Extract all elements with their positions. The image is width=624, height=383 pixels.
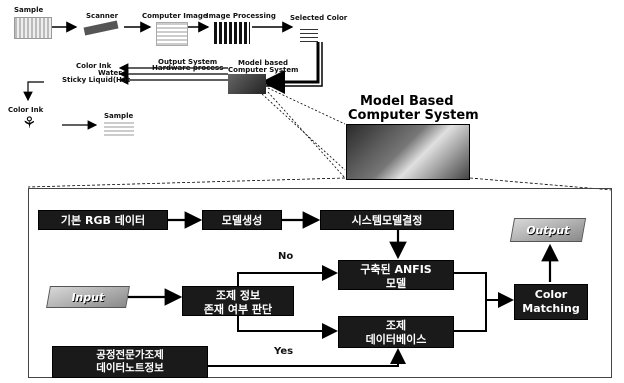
expert-line-2: 데이터노트정보 [53,362,207,375]
box-expert-data: 공정전문가조제 데이터노트정보 [52,346,208,378]
computer-system-photo [346,124,470,180]
label-yes: Yes [274,346,293,357]
prep-db-line-2: 데이터베이스 [339,333,453,347]
label-sample: Sample [14,6,43,14]
label-scanner: Scanner [86,12,118,20]
title-computer-system: Computer System [348,108,479,123]
box-system-model-decide: 시스템모델결정 [320,210,454,230]
box-color-matching: Color Matching [514,284,588,320]
label-computer-image: Computer Image [142,12,208,20]
box-model-create: 모델생성 [202,210,282,230]
prep-info-line-1: 조제 정보 [183,289,293,303]
label-selected-color: Selected Color [290,14,347,22]
box-built-anfis: 구축된 ANFIS 모델 [338,260,454,290]
color-matching-line-1: Color [515,288,587,302]
arrow-to-color-ink-2 [28,82,44,100]
prep-db-line-1: 조제 [339,319,453,333]
expert-line-1: 공정전문가조제 [53,349,207,362]
box-prep-database: 조제 데이터베이스 [338,316,454,348]
label-image-processing: Image Processing [206,12,276,20]
label-computer-system-small: Computer System [228,66,298,74]
ink-drop-icon: ⚘ [22,115,36,131]
box-basic-rgb: 기본 RGB 데이터 [38,210,168,230]
label-sample-2: Sample [104,112,133,120]
label-sticky-liquid: Sticky Liquid(Hot [62,76,130,84]
box-prep-info: 조제 정보 존재 여부 판단 [182,286,294,316]
box-output: Output [510,218,586,242]
computer-image-thumbnail [156,22,188,46]
built-anfis-line-1: 구축된 ANFIS [339,263,453,277]
label-hardware-process: Hardware process [152,64,223,72]
built-anfis-line-2: 모델 [339,277,453,291]
selected-color-list-icon [300,26,318,42]
title-model-based: Model Based [360,94,454,109]
label-no: No [278,251,293,262]
sample-thumbnail [14,17,52,39]
sample-2-thumbnail [104,120,134,136]
prep-info-line-2: 존재 여부 판단 [183,303,293,317]
image-processing-chart-icon [214,22,250,44]
computer-system-thumbnail [228,74,266,94]
color-matching-line-2: Matching [515,302,587,316]
box-input: Input [46,286,130,308]
